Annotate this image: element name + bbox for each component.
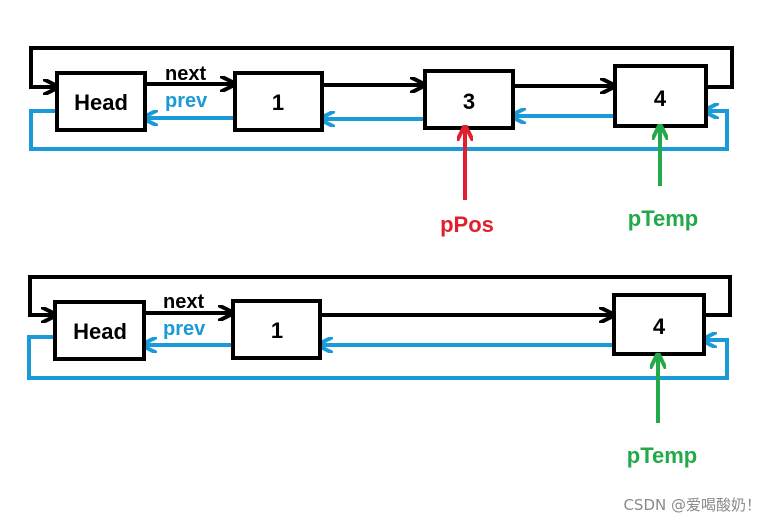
next-label-2: next <box>163 291 204 313</box>
ptemp-label-1: pTemp <box>628 206 698 231</box>
node-head-label-1: Head <box>74 90 128 115</box>
node-1-1 <box>233 71 324 132</box>
loop-next-arrow-2 <box>28 275 732 315</box>
node-1-label-1: 1 <box>272 90 284 115</box>
node-3-1 <box>423 69 515 130</box>
node-4-1 <box>613 64 708 128</box>
ptemp-label-2: pTemp <box>627 443 697 468</box>
diagram-1: Head 1 3 4 next prev pPos pTemp <box>29 46 734 237</box>
node-1-2 <box>231 299 322 360</box>
loop-next-arrow-1 <box>29 46 734 87</box>
node-4-label-2: 4 <box>653 314 666 339</box>
loop-prev-arrow-2 <box>27 337 729 380</box>
node-1-label-2: 1 <box>271 318 283 343</box>
node-head-2 <box>53 300 146 361</box>
loop-prev-arrow-1 <box>29 111 729 151</box>
watermark: CSDN @爱喝酸奶！ <box>623 496 761 514</box>
node-head-1 <box>55 71 147 132</box>
node-4-2 <box>612 293 706 356</box>
node-3-label-1: 3 <box>463 89 475 114</box>
diagram-2: Head 1 4 next prev pTemp <box>27 275 732 468</box>
next-label-1: next <box>165 63 206 85</box>
node-head-label-2: Head <box>73 319 127 344</box>
ppos-label: pPos <box>440 212 494 237</box>
prev-label-1: prev <box>165 90 208 112</box>
node-4-label-1: 4 <box>654 86 667 111</box>
prev-label-2: prev <box>163 318 206 340</box>
